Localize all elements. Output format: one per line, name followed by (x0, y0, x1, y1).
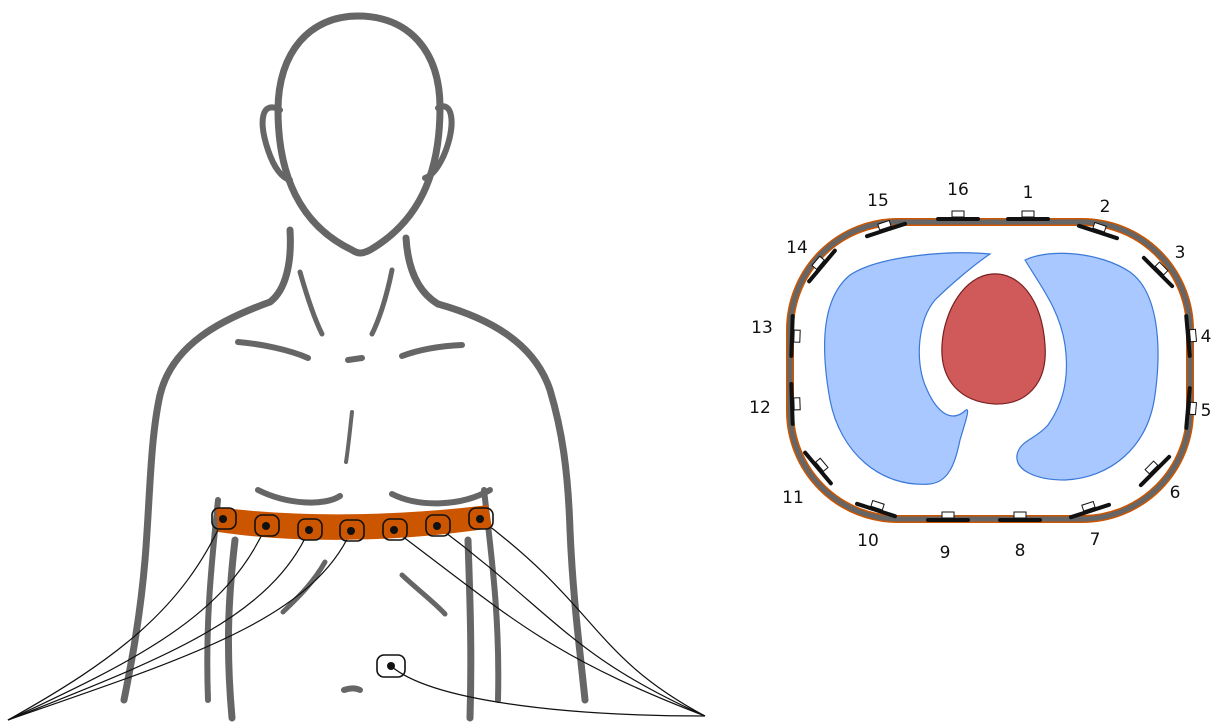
electrode-number-label: 1 (1023, 183, 1034, 203)
electrode-number-label: 14 (786, 238, 808, 258)
electrode-number-label: 9 (940, 543, 951, 563)
head-outline (278, 16, 440, 253)
left-shoulder-arm (124, 302, 270, 700)
electrode-number-label: 10 (857, 531, 879, 551)
right-pectoral (392, 490, 490, 503)
electrode-wire (8, 531, 351, 720)
reference-wire (391, 666, 705, 716)
human-torso-illustration (124, 16, 585, 718)
ring-electrode (1008, 211, 1048, 219)
left-torso-side (228, 540, 235, 718)
ring-electrode (938, 211, 978, 219)
electrode-wire (8, 530, 309, 720)
left-pectoral (258, 490, 340, 503)
electrode-number-label: 13 (751, 318, 773, 338)
sternum-line (346, 412, 352, 462)
right-rib-line (402, 575, 445, 614)
electrode-number-label: 6 (1170, 483, 1181, 503)
neck-right (406, 238, 438, 304)
sternal-notch (348, 358, 362, 360)
electrode-number-label: 8 (1015, 541, 1026, 561)
neck-muscle-right (372, 270, 392, 334)
electrode-number-label: 3 (1175, 243, 1186, 263)
left-rib-line (283, 562, 325, 612)
neck-left (270, 230, 290, 302)
electrode-wire (394, 530, 705, 716)
left-clavicle (238, 342, 308, 358)
electrode-number-label: 5 (1201, 401, 1212, 421)
electrode-number-label: 2 (1100, 197, 1111, 217)
neck-muscle-left (300, 272, 322, 334)
right-torso-side (468, 540, 471, 718)
electrode-belt (212, 505, 493, 541)
electrode-number-label: 7 (1090, 530, 1101, 550)
right-clavicle (402, 345, 462, 356)
navel (344, 689, 360, 691)
electrode-number-label: 4 (1201, 327, 1212, 347)
electrode-number-label: 16 (947, 180, 969, 200)
electrode-number-label: 12 (749, 398, 771, 418)
electrode-wire (480, 519, 705, 716)
electrode-number-label: 15 (867, 191, 889, 211)
electrode-number-label: 11 (782, 488, 804, 508)
